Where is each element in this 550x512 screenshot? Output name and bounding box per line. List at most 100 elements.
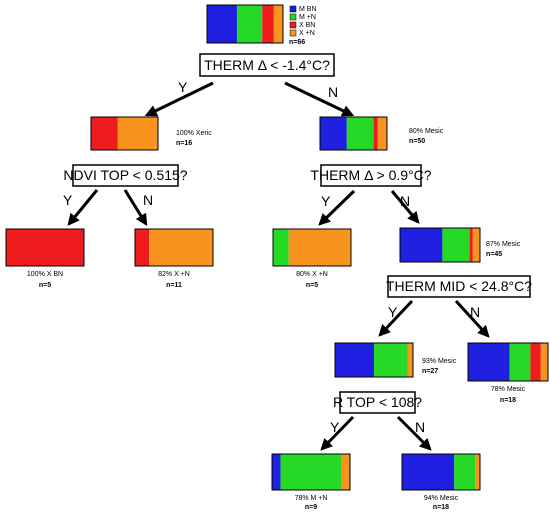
node-mesic18b-label: 94% Mesic xyxy=(424,495,459,502)
arrow-q2-yes xyxy=(67,189,99,226)
node-xn5-count: n=5 xyxy=(306,282,318,289)
node-mesic18b-count: n=18 xyxy=(433,504,449,511)
node-root-segment-x-bn xyxy=(262,5,274,43)
node-mesic50-segment-m-bn xyxy=(320,117,347,150)
node-mesic45-outline xyxy=(399,227,481,263)
node-mn9-segment-x-n xyxy=(341,454,350,490)
node-mesic18b-segment-m-n xyxy=(454,454,476,490)
node-mesic18a-outline xyxy=(467,342,549,382)
question-text-q2: NDVI TOP < 0.515? xyxy=(63,167,187,183)
arrow-q1-no xyxy=(284,81,355,117)
node-xeric-bar xyxy=(90,116,159,151)
arrow-q3-yes xyxy=(318,189,356,226)
legend: M BN M +N X BN X +N n=66 xyxy=(289,5,317,46)
node-mesic45-segment-m-bn xyxy=(400,228,443,262)
node-xn5-bar xyxy=(272,228,352,267)
node-root xyxy=(206,4,284,44)
node-mesic50-segment-x-n xyxy=(377,117,387,150)
node-root-outline xyxy=(206,4,284,44)
branch-label-q3-yes: Y xyxy=(321,193,331,209)
branch-label-q3-no: N xyxy=(400,193,410,209)
question-text-q4: THERM MID < 24.8°C? xyxy=(386,278,532,294)
node-root-segment-m-n xyxy=(236,5,263,43)
node-root-bar xyxy=(206,4,284,44)
branch-label-q2-yes: Y xyxy=(63,192,73,208)
node-mesic45-label: 87% Mesic xyxy=(486,241,521,248)
question-box-q4 xyxy=(387,275,531,298)
node-xeric-outline xyxy=(90,116,159,151)
node-mn9-segment-m-bn xyxy=(272,454,281,490)
node-xn11-label: 82% X +N xyxy=(158,271,190,278)
node-mesic27-bar xyxy=(334,342,414,378)
branch-label-q2-no: N xyxy=(143,192,153,208)
node-root-segment-m-bn xyxy=(207,5,237,43)
arrow-q4-no xyxy=(454,299,490,338)
node-xbn5-label: 100% X BN xyxy=(27,271,63,278)
legend-label-x-n: X +N xyxy=(299,30,315,37)
node-mesic45-count: n=45 xyxy=(486,251,502,258)
node-mn9-label: 78% M +N xyxy=(295,495,328,502)
node-xbn5-segment-x-bn xyxy=(6,229,84,266)
node-xn5-segment-x-n xyxy=(288,229,351,266)
question-text-q1: THERM Δ < -1.4°C? xyxy=(204,57,330,73)
node-mesic50-outline xyxy=(319,116,388,151)
node-mesic50-label: 80% Mesic xyxy=(409,128,444,135)
node-xn11-outline xyxy=(134,228,214,267)
branch-label-q1-no: N xyxy=(328,84,338,100)
node-mn9-bar xyxy=(271,453,351,491)
node-mesic18a-segment-x-n xyxy=(540,343,548,381)
arrow-q5-yes xyxy=(320,415,355,451)
node-mesic27-segment-m-bn xyxy=(335,343,374,377)
node-mesic18b-bar xyxy=(401,453,481,491)
arrow-q1-yes xyxy=(144,81,214,117)
arrow-q5-no xyxy=(396,415,432,451)
node-mesic50-segment-m-n xyxy=(346,117,374,150)
question-box-q1 xyxy=(199,53,335,77)
node-xeric-segment-x-bn xyxy=(91,117,118,150)
question-text-q3: THERM Δ > 0.9°C? xyxy=(310,167,431,183)
node-xbn5-outline xyxy=(5,228,85,267)
node-mesic18b-segment-m-bn xyxy=(402,454,455,490)
node-mn9-segment-m-n xyxy=(280,454,342,490)
node-xeric-label: 100% Xeric xyxy=(176,130,212,137)
question-box-q3 xyxy=(320,164,422,187)
node-mesic18a-segment-m-bn xyxy=(468,343,510,381)
node-xn11-segment-x-n xyxy=(149,229,213,266)
node-mesic45-segment-x-bn xyxy=(469,228,473,262)
node-mesic27-segment-m-n xyxy=(374,343,408,377)
node-mesic18a-count: n=18 xyxy=(500,397,516,404)
branch-label-q5-no: N xyxy=(415,419,425,435)
node-mesic27-outline xyxy=(334,342,414,378)
question-box-q5 xyxy=(339,391,416,414)
branch-label-q4-yes: Y xyxy=(388,304,398,320)
node-mesic27-segment-x-n xyxy=(407,343,413,377)
root-count: n=66 xyxy=(289,39,305,46)
node-mesic18a-bar xyxy=(467,342,549,382)
node-xn11-segment-x-bn xyxy=(135,229,150,266)
node-mesic50-bar xyxy=(319,116,388,151)
question-box-q2 xyxy=(72,164,179,187)
node-mesic27-label: 93% Mesic xyxy=(422,358,457,365)
node-xn11-count: n=11 xyxy=(166,282,182,289)
node-mn9-count: n=9 xyxy=(305,504,317,511)
arrow-q3-no xyxy=(390,190,420,224)
node-xn5-segment-m-n xyxy=(273,229,289,266)
node-xbn5-count: n=5 xyxy=(39,282,51,289)
legend-swatch-x-n xyxy=(289,29,297,37)
node-xeric-count: n=16 xyxy=(176,140,192,147)
node-mesic45-segment-m-n xyxy=(442,228,470,262)
node-xn5-outline xyxy=(272,228,352,267)
node-mesic27-count: n=27 xyxy=(422,368,438,375)
branch-label-q1-yes: Y xyxy=(178,79,188,95)
node-xbn5-bar xyxy=(5,228,85,267)
node-mesic50-segment-x-bn xyxy=(373,117,378,150)
legend-label-x-bn: X BN xyxy=(299,22,315,29)
node-mesic45-segment-x-n xyxy=(472,228,480,262)
node-mesic18b-segment-x-n xyxy=(475,454,480,490)
node-mesic18b-outline xyxy=(401,453,481,491)
node-xeric-segment-x-n xyxy=(117,117,158,150)
node-mesic18a-label: 78% Mesic xyxy=(491,386,526,393)
question-text-q5: R TOP < 108? xyxy=(333,394,422,410)
node-mn9-outline xyxy=(271,453,351,491)
legend-label-m-bn: M BN xyxy=(299,6,317,13)
